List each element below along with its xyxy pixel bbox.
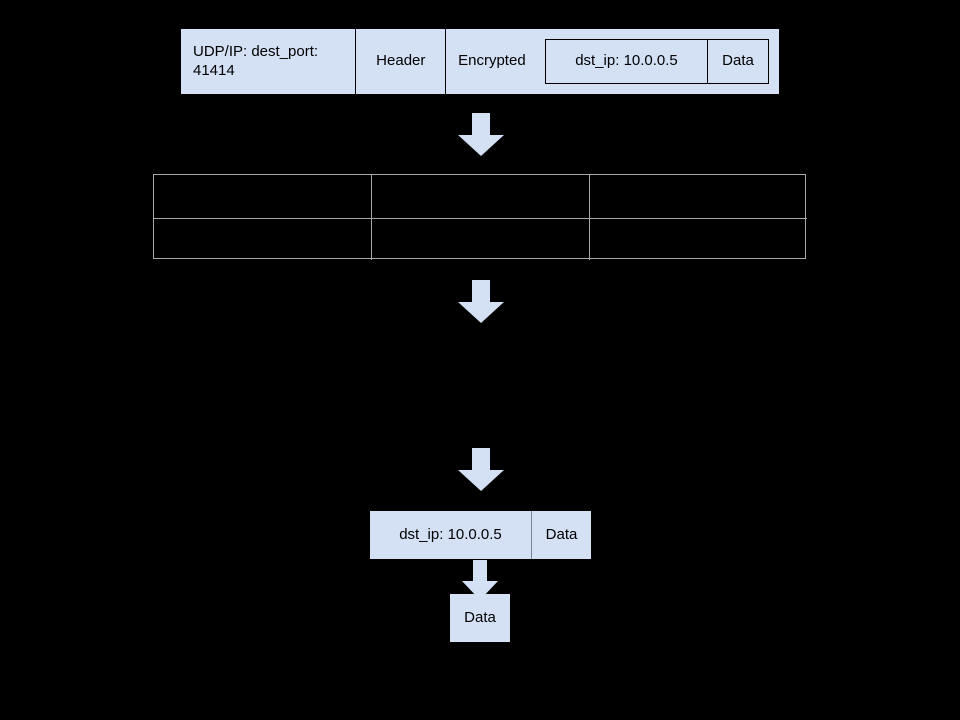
nested-field-data: Data bbox=[707, 40, 768, 83]
table-cell-r0c1 bbox=[372, 175, 590, 219]
payload-packet: Data bbox=[450, 594, 510, 642]
arrow-down-icon bbox=[462, 560, 498, 600]
inner-packet-field-data: Data bbox=[531, 511, 591, 559]
arrow-down-icon bbox=[458, 113, 504, 156]
arrow-outer-to-table bbox=[458, 113, 504, 156]
table-cell-r1c1 bbox=[372, 219, 590, 260]
nested-field-dst-ip: dst_ip: 10.0.0.5 bbox=[575, 52, 678, 70]
payload-packet-field-data: Data bbox=[464, 608, 496, 626]
arrow-down-icon bbox=[458, 280, 504, 323]
table-cell-r0c0 bbox=[154, 175, 372, 219]
table-cell-r1c2 bbox=[590, 219, 807, 260]
table-cell-r0c2 bbox=[590, 175, 807, 219]
arrow-table-to-gap bbox=[458, 280, 504, 323]
outer-packet-field-encrypted: Encrypted bbox=[445, 29, 779, 94]
empty-table bbox=[153, 174, 807, 260]
inner-packet-field-dst-ip: dst_ip: 10.0.0.5 bbox=[399, 525, 502, 543]
arrow-down-icon bbox=[458, 448, 504, 491]
arrow-inner-to-payload bbox=[462, 560, 498, 600]
outer-packet-field-udpip: UDP/IP: dest_port: 41414 bbox=[193, 42, 319, 79]
outer-packet-nested-packet: dst_ip: 10.0.0.5 Data bbox=[545, 39, 769, 84]
outer-packet-field-header: Header bbox=[355, 29, 445, 94]
table-cell-r1c0 bbox=[154, 219, 372, 260]
inner-packet: dst_ip: 10.0.0.5 Data bbox=[370, 511, 591, 559]
arrow-gap-to-inner bbox=[458, 448, 504, 491]
outer-packet: UDP/IP: dest_port: 41414 Header Encrypte… bbox=[180, 28, 780, 95]
